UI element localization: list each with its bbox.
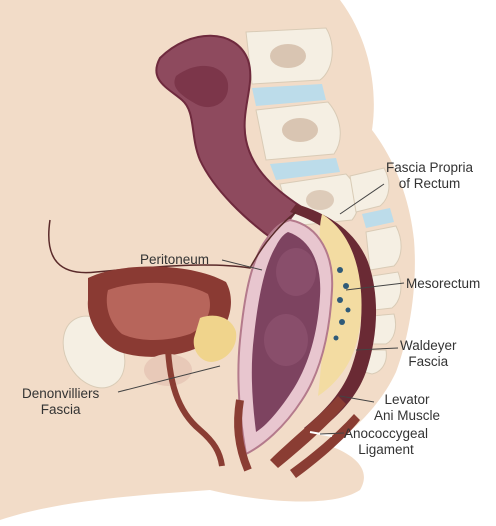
label-fascia-propria: Fascia Propria of Rectum — [386, 160, 473, 192]
label-waldeyer-line1: Waldeyer — [400, 338, 457, 354]
label-anococcygeal-line2: Ligament — [344, 442, 428, 458]
label-denonvilliers-line2: Fascia — [22, 402, 99, 418]
label-levator-line2: Ani Muscle — [374, 408, 440, 424]
label-denonvilliers-line1: Denonvilliers — [22, 386, 99, 402]
label-waldeyer: Waldeyer Fascia — [400, 338, 457, 370]
label-peritoneum: Peritoneum — [140, 252, 209, 268]
label-fascia-propria-line2: of Rectum — [386, 176, 473, 192]
label-anococcygeal-line1: Anococcygeal — [344, 426, 428, 442]
label-levator: Levator Ani Muscle — [374, 392, 440, 424]
label-levator-line1: Levator — [374, 392, 440, 408]
label-anococcygeal: Anococcygeal Ligament — [344, 426, 428, 458]
label-mesorectum: Mesorectum — [406, 276, 480, 292]
label-denonvilliers: Denonvilliers Fascia — [22, 386, 99, 418]
label-fascia-propria-line1: Fascia Propria — [386, 160, 473, 176]
label-waldeyer-line2: Fascia — [400, 354, 457, 370]
